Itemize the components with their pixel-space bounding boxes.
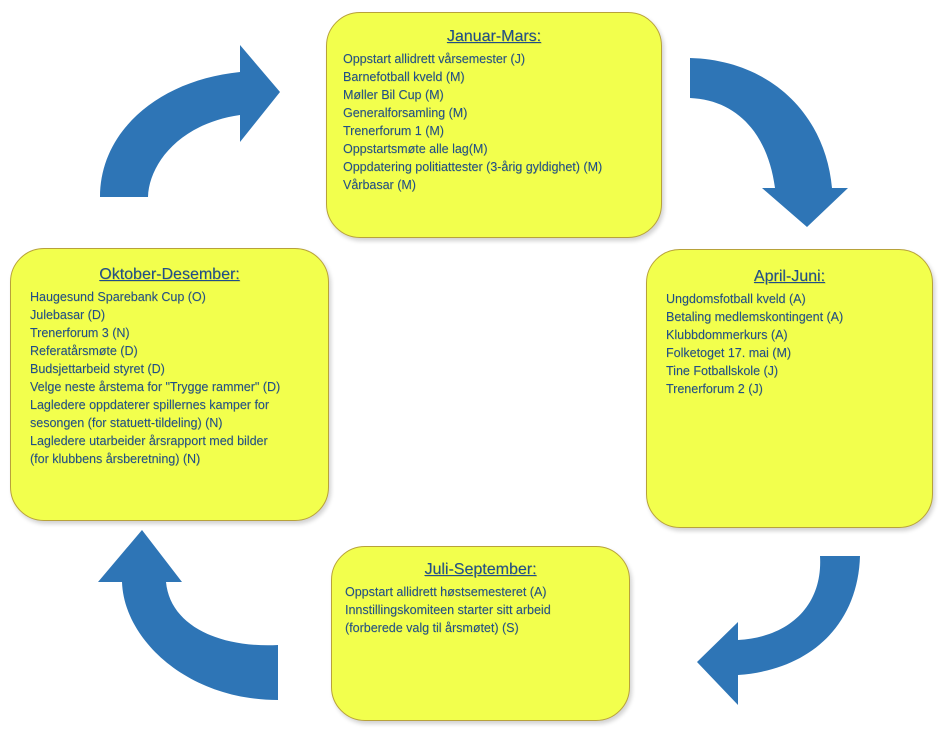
quarter-title: Januar-Mars: (446, 28, 542, 45)
list-item: sesongen (for statuett-tildeling) (N) (30, 416, 223, 430)
list-item: Innstillingskomiteen starter sitt arbeid (345, 603, 551, 617)
list-item: Trenerforum 1 (M) (343, 124, 444, 138)
activity-list: Oppstart allidrett vårsemester (J) Barne… (343, 50, 661, 194)
list-item: Vårbasar (M) (343, 178, 416, 192)
quarter-title: Juli-September: (424, 561, 537, 578)
list-item: Oppstart allidrett høstsemesteret (A) (345, 585, 547, 599)
list-item: Barnefotball kveld (M) (343, 70, 465, 84)
quarter-box-april-june: April-Juni: Ungdomsfotball kveld (A) Bet… (646, 249, 933, 528)
list-item: Oppdatering politiattester (3-årig gyldi… (343, 160, 603, 174)
list-item: Betaling medlemskontingent (A) (666, 310, 844, 324)
quarter-box-july-september: Juli-September: Oppstart allidrett høsts… (331, 546, 630, 721)
list-item: Trenerforum 2 (J) (666, 382, 763, 396)
activity-list: Haugesund Sparebank Cup (O) Julebasar (D… (30, 288, 328, 468)
list-item: Oppstartsmøte alle lag(M) (343, 142, 488, 156)
list-item: Klubbdommerkurs (A) (666, 328, 788, 342)
list-item: Trenerforum 3 (N) (30, 326, 130, 340)
quarter-title: Oktober-Desember: (99, 266, 240, 283)
curved-arrow-icon (98, 530, 278, 700)
list-item: Budsjettarbeid styret (D) (30, 362, 165, 376)
quarter-title: April-Juni: (753, 268, 826, 285)
curved-arrow-icon (697, 556, 860, 705)
quarter-box-january-march: Januar-Mars: Oppstart allidrett vårsemes… (326, 12, 662, 238)
curved-arrow-icon (100, 45, 280, 197)
list-item: (for klubbens årsberetning) (N) (30, 452, 201, 466)
list-item: Julebasar (D) (30, 308, 106, 322)
list-item: (forberede valg til årsmøtet) (S) (345, 621, 519, 635)
list-item: Velge neste årstema for "Trygge rammer" … (30, 380, 281, 394)
list-item: Ungdomsfotball kveld (A) (666, 292, 806, 306)
activity-list: Oppstart allidrett høstsemesteret (A) In… (345, 583, 629, 637)
list-item: Lagledere utarbeider årsrapport med bild… (30, 434, 268, 448)
curved-arrow-icon (690, 58, 848, 227)
list-item: Tine Fotballskole (J) (666, 364, 779, 378)
list-item: Referatårsmøte (D) (30, 344, 138, 358)
list-item: Oppstart allidrett vårsemester (J) (343, 52, 525, 66)
list-item: Møller Bil Cup (M) (343, 88, 444, 102)
list-item: Generalforsamling (M) (343, 106, 468, 120)
list-item: Folketoget 17. mai (M) (666, 346, 792, 360)
list-item: Haugesund Sparebank Cup (O) (30, 290, 206, 304)
list-item: Lagledere oppdaterer spillernes kamper f… (30, 398, 270, 412)
activity-list: Ungdomsfotball kveld (A) Betaling medlem… (666, 290, 932, 398)
quarter-box-october-december: Oktober-Desember: Haugesund Sparebank Cu… (10, 248, 329, 521)
